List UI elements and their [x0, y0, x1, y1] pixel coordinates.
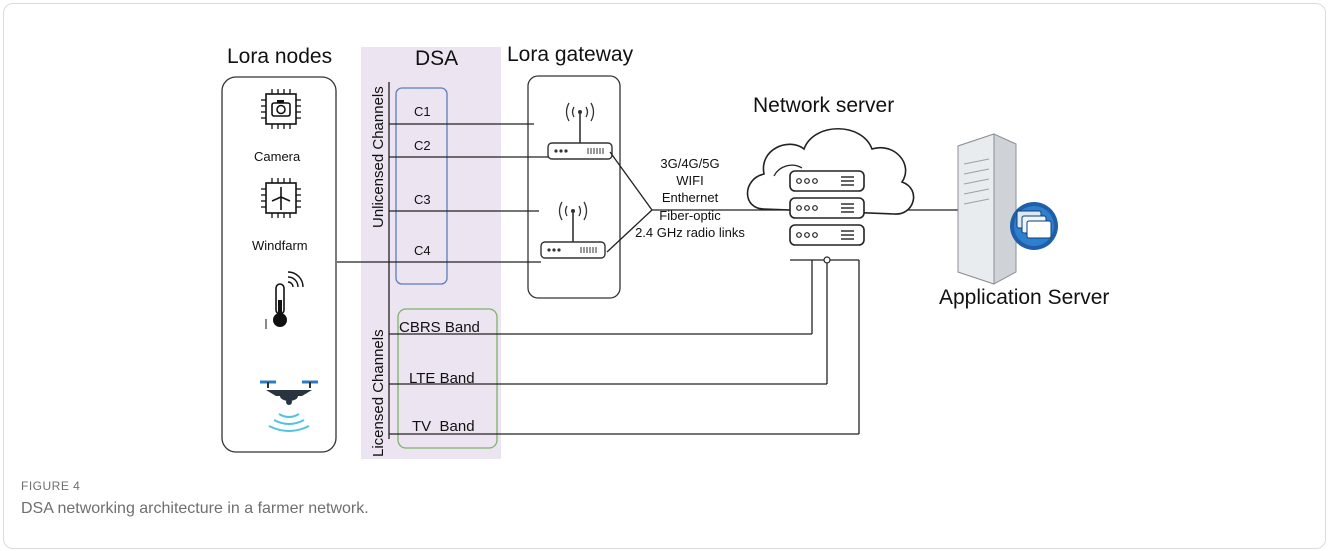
licensed-channel-box — [397, 308, 498, 449]
unlicensed-channels-label: Unlicensed Channels — [370, 86, 387, 228]
heading-application-server: Application Server — [939, 286, 1109, 309]
channel-label: C4 — [414, 243, 431, 258]
band-label: LTE Band — [409, 370, 475, 387]
windfarm-label: Windfarm — [252, 238, 308, 253]
gateway-router-icon — [540, 201, 606, 259]
camera-label: Camera — [254, 149, 301, 164]
backhaul-link-label: WIFI — [676, 173, 703, 188]
channel-label: C2 — [414, 138, 431, 153]
backhaul-link-label: Enthernet — [662, 190, 719, 205]
heading-dsa: DSA — [415, 47, 458, 70]
heading-network-server: Network server — [753, 94, 894, 117]
lora-gateway-box — [527, 75, 621, 299]
backhaul-link-label: 3G/4G/5G — [660, 156, 719, 171]
figure-label: FIGURE 4 — [21, 479, 81, 493]
dsa-architecture-diagram: Lora nodes DSA Lora gateway Network serv… — [221, 43, 1109, 459]
heading-lora-nodes: Lora nodes — [227, 45, 332, 68]
channel-label: C1 — [414, 104, 431, 119]
application-server-icon — [957, 133, 1058, 285]
dsa-band — [361, 47, 501, 459]
camera-chip-icon — [261, 89, 301, 129]
lora-nodes-box — [221, 76, 337, 453]
server-rack-icon — [789, 170, 865, 246]
gateway-router-icon — [547, 102, 613, 160]
band-label: CBRS Band — [399, 319, 480, 336]
backhaul-link-label: 2.4 GHz radio links — [635, 225, 745, 240]
channel-label: C3 — [414, 192, 431, 207]
figure-frame: Lora nodes DSA Lora gateway Network serv… — [3, 3, 1326, 549]
figure-caption: DSA networking architecture in a farmer … — [21, 500, 369, 517]
unlicensed-channel-box — [395, 87, 448, 285]
band-label: TV Band — [412, 418, 475, 435]
thermometer-sensor-icon — [265, 271, 304, 329]
backhaul-link-label: Fiber-optic — [659, 208, 721, 223]
heading-lora-gateway: Lora gateway — [507, 43, 634, 66]
drone-icon — [260, 380, 318, 432]
windfarm-chip-icon — [261, 178, 301, 218]
licensed-channels-label: Licensed Channels — [370, 329, 387, 457]
